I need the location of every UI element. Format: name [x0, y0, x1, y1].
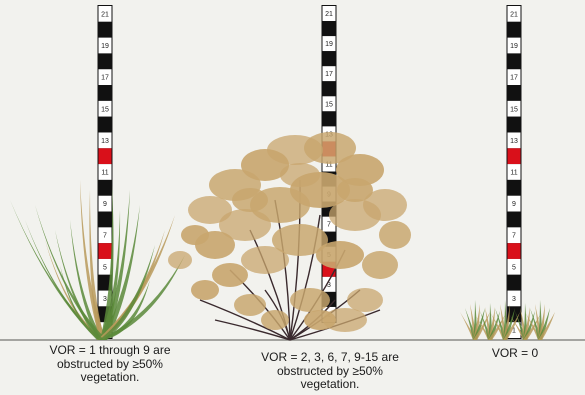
pole-label: 5	[512, 264, 516, 271]
pole-band	[99, 180, 112, 196]
caption-line: VOR = 0	[470, 347, 560, 361]
pole-label: 15	[101, 106, 109, 113]
shrub-leaf	[362, 251, 398, 279]
shrub-leaf	[379, 221, 411, 249]
pole-band	[508, 212, 521, 228]
pole-label: 19	[510, 43, 518, 50]
caption-shrub: VOR = 2, 3, 6, 7, 9-15 are obstructed by…	[245, 351, 415, 392]
pole-band	[99, 22, 112, 38]
pole-band	[323, 111, 336, 126]
pole-band	[99, 85, 112, 101]
shrub-leaf	[234, 294, 266, 316]
caption-line: obstructed by ≥50%	[30, 358, 190, 372]
shrub-leaf	[337, 178, 373, 202]
pole-label: 7	[512, 233, 516, 240]
pole-band	[508, 85, 521, 101]
pole-label: 13	[101, 138, 109, 145]
pole-label: 21	[510, 11, 518, 18]
caption-line: vegetation.	[245, 378, 415, 392]
pole-band	[508, 180, 521, 196]
pole-band	[508, 22, 521, 38]
shrub-leaf	[212, 263, 248, 287]
pole-band	[99, 117, 112, 133]
pole-label: 13	[510, 138, 518, 145]
pole-band	[99, 243, 112, 259]
pole-label: 11	[101, 170, 108, 177]
shrub-illustration	[168, 132, 411, 340]
shrub-leaf	[290, 288, 330, 312]
caption-line: VOR = 1 through 9 are	[30, 344, 190, 358]
pole-label: 19	[101, 43, 109, 50]
pole-label: 7	[327, 222, 331, 229]
pole-band	[99, 148, 112, 164]
shrub-leaf	[280, 163, 320, 187]
pole-band	[508, 53, 521, 69]
caption-line: vegetation.	[30, 371, 190, 385]
shrub-leaf	[191, 280, 219, 300]
shrub-leaf	[329, 199, 381, 231]
pole-label: 5	[103, 264, 107, 271]
pole-label: 21	[325, 11, 333, 18]
pole-band	[508, 243, 521, 259]
pole-band	[508, 148, 521, 164]
pole-label: 17	[101, 75, 109, 82]
pole-band	[323, 21, 336, 36]
shrub-leaf	[316, 241, 364, 269]
shrub-leaf	[261, 310, 289, 330]
pole-band	[99, 212, 112, 228]
pole-label: 17	[325, 71, 333, 78]
pole-label: 21	[101, 11, 109, 18]
pole-label: 9	[512, 201, 516, 208]
pole-band	[508, 117, 521, 133]
pole-label: 15	[325, 101, 333, 108]
shrub-leaf	[181, 225, 209, 245]
pole-band	[323, 51, 336, 66]
shrub-leaf	[347, 288, 383, 312]
pole-band	[99, 53, 112, 69]
pole-label: 19	[325, 41, 333, 48]
pole-label: 7	[103, 233, 107, 240]
pole-band	[508, 275, 521, 291]
shrub-leaf	[168, 251, 192, 269]
pole-label: 3	[103, 296, 107, 303]
shrub-leaf	[232, 188, 268, 212]
pole-label: 15	[510, 106, 518, 113]
shrub-leaf	[304, 310, 336, 330]
pole-label: 17	[510, 75, 518, 82]
caption-line: VOR = 2, 3, 6, 7, 9-15 are	[245, 351, 415, 365]
pole-label: 9	[103, 201, 107, 208]
caption-tall-grass: VOR = 1 through 9 are obstructed by ≥50%…	[30, 344, 190, 385]
pole-label: 3	[512, 296, 516, 303]
pole-label: 11	[510, 170, 517, 177]
pole-band	[323, 81, 336, 96]
caption-short-grass: VOR = 0	[470, 347, 560, 361]
caption-line: obstructed by ≥50%	[245, 365, 415, 379]
